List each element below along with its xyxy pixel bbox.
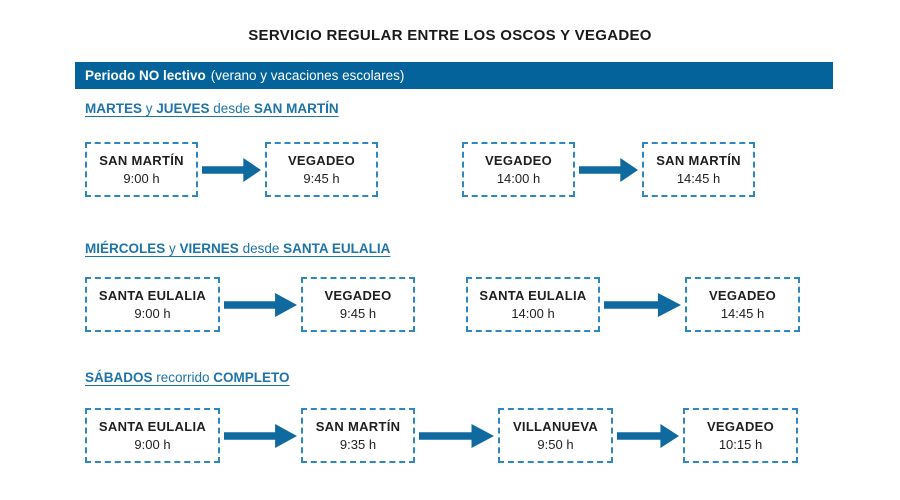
station-name: SAN MARTÍN xyxy=(315,419,401,434)
stop-box: SANTA EULALIA 9:00 h xyxy=(85,408,220,463)
schedule-row-miercoles-viernes: SANTA EULALIA 9:00 h VEGADEO 9:45 h SANT… xyxy=(85,277,800,332)
station-name: SAN MARTÍN xyxy=(99,153,184,168)
arrow-right-icon xyxy=(604,292,681,317)
group-gap xyxy=(378,142,462,197)
heading-part: desde xyxy=(209,101,254,116)
stop-time: 9:00 h xyxy=(134,306,171,321)
arrow-right-icon xyxy=(198,142,265,197)
heading-part: y xyxy=(142,101,157,116)
arrow-right-icon xyxy=(575,142,642,197)
station-name: SANTA EULALIA xyxy=(98,419,207,434)
arrow-right-icon xyxy=(415,408,498,463)
arrow-right-icon xyxy=(224,292,297,317)
arrow-right-icon xyxy=(419,423,494,448)
arrow-right-icon xyxy=(202,157,261,182)
stop-box: VEGADEO 14:00 h xyxy=(462,142,575,197)
arrow-right-icon xyxy=(579,157,638,182)
stop-time: 9:45 h xyxy=(339,306,377,321)
heading-part: COMPLETO xyxy=(213,370,290,385)
arrow-right-icon xyxy=(224,423,297,448)
stop-box: SAN MARTÍN 9:00 h xyxy=(85,142,198,197)
heading-part: SANTA EULALIA xyxy=(283,241,391,256)
stop-time: 14:45 h xyxy=(676,171,721,186)
heading-part: VIERNES xyxy=(179,241,239,256)
stop-time: 14:00 h xyxy=(511,306,555,321)
stop-box: VILLANUEVA 9:50 h xyxy=(498,408,613,463)
station-name: SANTA EULALIA xyxy=(98,288,207,303)
arrow-right-icon xyxy=(220,277,301,332)
arrow-right-icon xyxy=(600,277,685,332)
schedule-row-martes-jueves: SAN MARTÍN 9:00 h VEGADEO 9:45 h VEGADEO… xyxy=(85,142,755,197)
stop-box: VEGADEO 9:45 h xyxy=(301,277,415,332)
stop-box: VEGADEO 9:45 h xyxy=(265,142,378,197)
heading-part: MIÉRCOLES xyxy=(85,241,166,256)
stop-time: 9:00 h xyxy=(123,171,160,186)
station-name: VEGADEO xyxy=(708,288,777,303)
stop-box: SANTA EULALIA 14:00 h xyxy=(466,277,600,332)
stop-time: 9:00 h xyxy=(134,437,171,452)
station-name: SAN MARTÍN xyxy=(656,153,741,168)
stop-box: SANTA EULALIA 9:00 h xyxy=(85,277,220,332)
period-banner-detail: (verano y vacaciones escolares) xyxy=(210,68,405,83)
stop-box: VEGADEO 14:45 h xyxy=(685,277,800,332)
heading-part: SÁBADOS xyxy=(85,370,153,385)
arrow-right-icon xyxy=(613,408,683,463)
section-heading-miercoles-viernes: MIÉRCOLES y VIERNES desde SANTA EULALIA xyxy=(85,241,390,256)
period-banner-bold: Periodo NO lectivo xyxy=(85,68,206,83)
arrow-right-icon xyxy=(220,408,301,463)
heading-part: y xyxy=(165,241,180,256)
page-title: SERVICIO REGULAR ENTRE LOS OSCOS Y VEGAD… xyxy=(248,27,652,44)
group-gap xyxy=(415,277,466,332)
stop-time: 9:50 h xyxy=(537,437,574,452)
heading-part: MARTES xyxy=(85,101,142,116)
station-name: VEGADEO xyxy=(484,153,553,168)
station-name: VEGADEO xyxy=(324,288,392,303)
station-name: SANTA EULALIA xyxy=(479,288,587,303)
stop-box: SAN MARTÍN 14:45 h xyxy=(642,142,755,197)
stop-box: SAN MARTÍN 9:35 h xyxy=(301,408,415,463)
stop-box: VEGADEO 10:15 h xyxy=(683,408,798,463)
heading-part: JUEVES xyxy=(156,101,210,116)
arrow-right-icon xyxy=(617,423,679,448)
stop-time: 9:35 h xyxy=(339,437,377,452)
heading-part: recorrido xyxy=(152,370,214,385)
heading-part: SAN MARTÍN xyxy=(253,101,339,116)
stop-time: 14:00 h xyxy=(496,171,541,186)
heading-part: desde xyxy=(238,241,284,256)
station-name: VILLANUEVA xyxy=(512,419,599,434)
period-banner: Periodo NO lectivo (verano y vacaciones … xyxy=(75,62,833,89)
section-heading-sabados: SÁBADOS recorrido COMPLETO xyxy=(85,370,290,385)
stop-time: 14:45 h xyxy=(720,306,765,321)
stop-time: 10:15 h xyxy=(718,437,763,452)
station-name: VEGADEO xyxy=(706,419,775,434)
station-name: VEGADEO xyxy=(287,153,356,168)
schedule-row-sabados: SANTA EULALIA 9:00 h SAN MARTÍN 9:35 h V… xyxy=(85,408,798,463)
stop-time: 9:45 h xyxy=(303,171,340,186)
section-heading-martes-jueves: MARTES y JUEVES desde SAN MARTÍN xyxy=(85,101,339,116)
